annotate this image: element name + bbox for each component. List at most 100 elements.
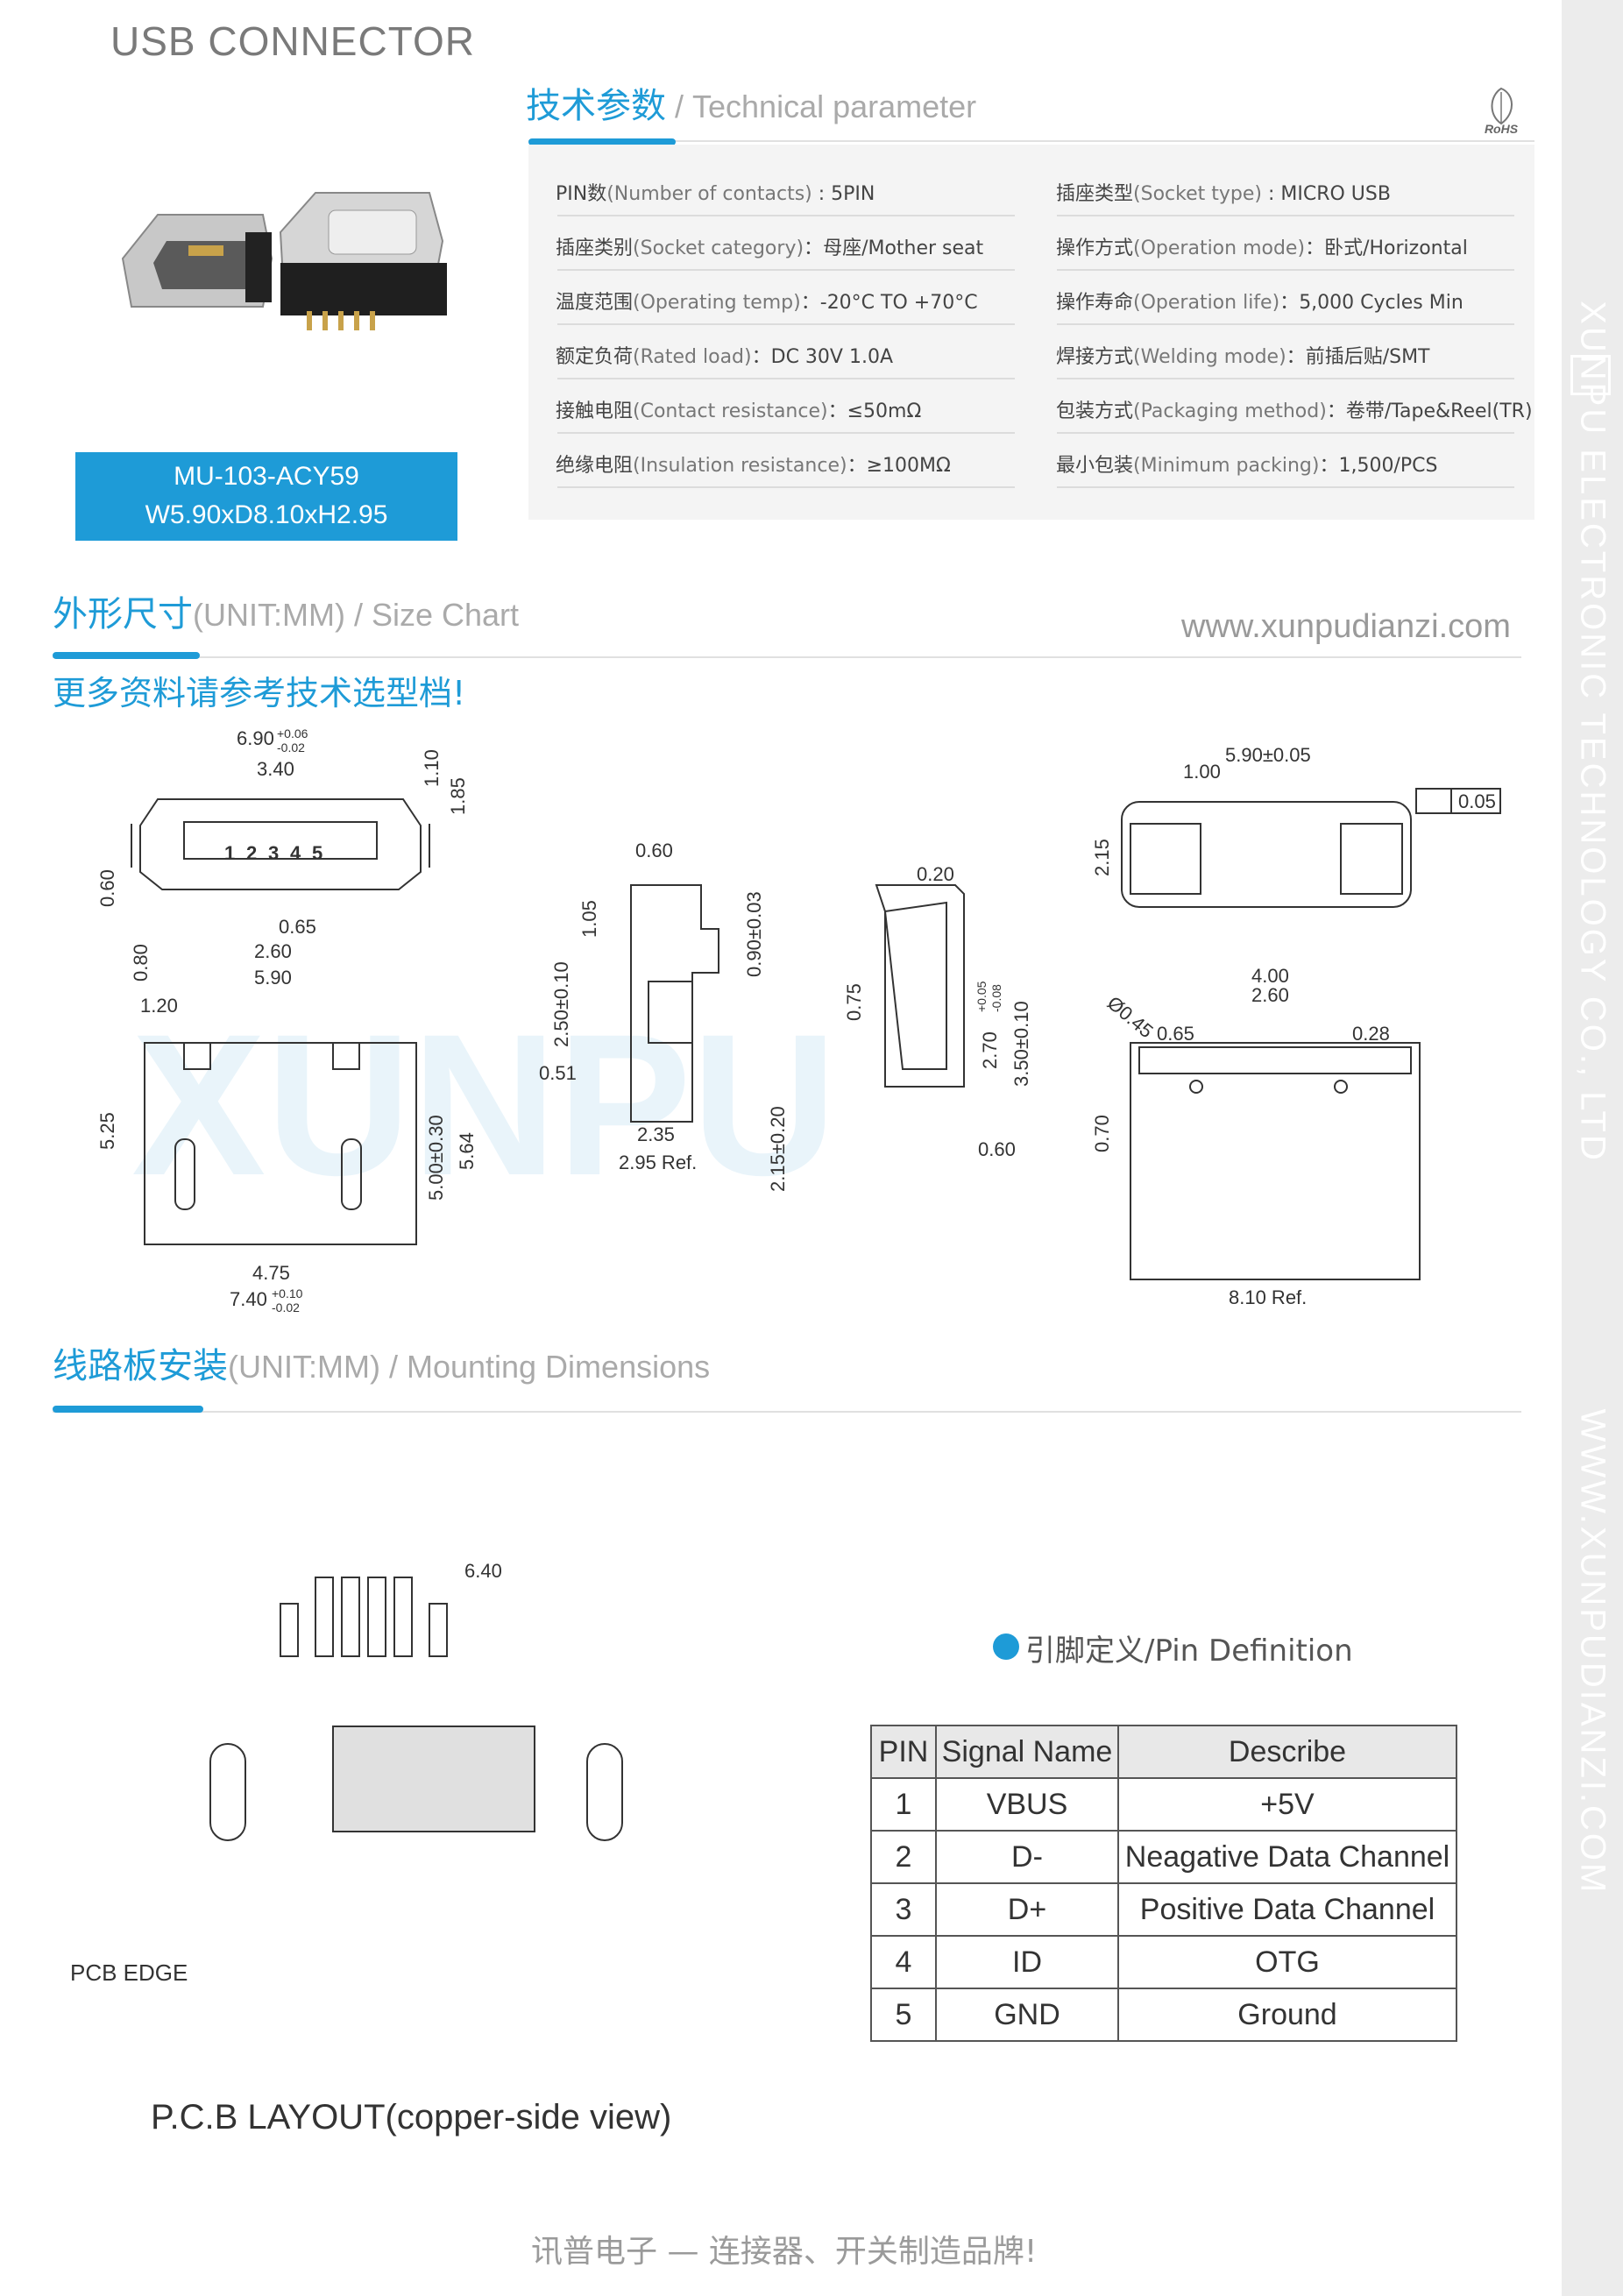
dim-label: 0.65 <box>1157 1023 1194 1045</box>
param-label-cn: 温度范围 <box>556 292 634 314</box>
product-photo <box>121 192 447 330</box>
tech-param-title: 技术参数 / Technical parameter <box>526 77 976 128</box>
cell-describe: Neagative Data Channel <box>1117 1830 1457 1884</box>
param-row: 接触电阻(Contact resistance)：≤50mΩ <box>556 395 921 423</box>
cell-describe: +5V <box>1117 1777 1457 1832</box>
accent-bar <box>53 1406 203 1413</box>
table-header-row: PIN Signal Name Describe <box>870 1725 1457 1779</box>
dim-label: 2.50±0.10 <box>550 961 572 1047</box>
param-row: 插座类型(Socket type) : MICRO USB <box>1056 178 1391 206</box>
param-label-en: (Minimum packing) <box>1133 455 1320 477</box>
watermark-logo: XUNPU <box>131 992 837 1217</box>
pin-number: 2 <box>246 842 257 864</box>
size-chart-title: 外形尺寸(UNIT:MM) / Size Chart <box>53 585 519 636</box>
param-row: 操作寿命(Operation life)：5,000 Cycles Min <box>1056 287 1464 315</box>
param-label-cn: 插座类型 <box>1056 183 1134 205</box>
param-divider <box>557 378 1015 379</box>
param-label-cn: 最小包装 <box>1056 455 1134 477</box>
cell-describe: Positive Data Channel <box>1117 1882 1457 1937</box>
param-separator: ： <box>847 455 867 477</box>
dim-label: 3.50±0.10 <box>1010 1001 1032 1087</box>
dim-label: -0.02 <box>272 1300 300 1315</box>
param-separator: ： <box>1279 292 1300 314</box>
param-value: ≥100MΩ <box>866 455 951 477</box>
pcb-layout-drawing: 6.40 PCB EDGE <box>70 1560 623 1986</box>
mounting-title-cn: 线路板安装 <box>53 1346 228 1386</box>
param-value: 1,500/PCS <box>1338 455 1438 477</box>
param-label-en: (Contact resistance) <box>633 400 828 422</box>
param-row: 包装方式(Packaging method)：卷带/Tape&Reel(TR) <box>1056 395 1533 423</box>
dim-label: 5.25 <box>96 1112 118 1150</box>
dim-label: 1.05 <box>578 900 600 938</box>
tech-param-title-en: / Technical parameter <box>666 89 977 124</box>
footer-slogan: 讯普电子 — 连接器、开关制造品牌! <box>531 2234 1038 2270</box>
cell-describe: OTG <box>1117 1935 1457 1989</box>
doc-title: USB CONNECTOR <box>110 18 475 64</box>
table-row: 5 GND Ground <box>870 1988 1457 2042</box>
dim-label: 0.65 <box>279 916 316 938</box>
param-label-en: (Number of contacts) <box>606 183 812 205</box>
pin-number: 4 <box>290 842 301 864</box>
dim-label: Ø0.45 <box>1103 992 1158 1043</box>
cell-signal: VBUS <box>935 1777 1119 1832</box>
dim-label: 2.15 <box>1091 839 1113 876</box>
param-separator: ： <box>1286 346 1306 368</box>
cell-signal: D+ <box>935 1882 1119 1937</box>
param-row: 温度范围(Operating temp)：-20°C TO +70°C <box>556 287 978 315</box>
table-row: 3 D+ Positive Data Channel <box>870 1882 1457 1937</box>
param-value: 卷带/Tape&Reel(TR) <box>1345 400 1533 422</box>
dim-label: 2.95 Ref. <box>619 1152 697 1173</box>
param-label-cn: PIN数 <box>556 183 607 205</box>
dim-label: 4.00 <box>1251 965 1289 987</box>
dim-label: 6.90 <box>237 727 274 749</box>
divider <box>53 1411 1521 1413</box>
col-header-describe: Describe <box>1117 1725 1457 1779</box>
param-label-cn: 绝缘电阻 <box>556 455 634 477</box>
cell-signal: ID <box>935 1935 1119 1989</box>
param-row: 操作方式(Operation mode)：卧式/Horizontal <box>1056 232 1468 260</box>
param-divider <box>557 486 1015 488</box>
cell-signal: GND <box>935 1988 1119 2042</box>
param-label-en: (Insulation resistance) <box>633 455 847 477</box>
dim-label: 5.00±0.30 <box>425 1115 447 1201</box>
divider <box>528 140 1534 142</box>
param-row: 焊接方式(Welding mode)：前插后贴/SMT <box>1056 341 1430 369</box>
param-label-cn: 接触电阻 <box>556 400 634 422</box>
mounting-title: 线路板安装(UNIT:MM) / Mounting Dimensions <box>53 1337 710 1388</box>
param-divider <box>557 215 1015 216</box>
param-label-en: (Packaging method) <box>1133 400 1327 422</box>
pin-definition-title: 引脚定义/Pin Definition <box>1025 1633 1353 1669</box>
dim-label: 0.05 <box>1458 790 1496 812</box>
pcb-edge-label: PCB EDGE <box>70 1959 188 1986</box>
param-separator: ： <box>1326 400 1346 422</box>
param-divider <box>1057 323 1514 325</box>
param-label-cn: 操作方式 <box>1056 237 1134 259</box>
param-separator: : <box>812 183 832 205</box>
pin-number: 1 <box>224 842 235 864</box>
dim-label: 1.10 <box>421 749 443 787</box>
param-row: 绝缘电阻(Insulation resistance)：≥100MΩ <box>556 450 951 478</box>
dim-label: 8.10 Ref. <box>1229 1286 1307 1308</box>
dim-label: 0.90±0.03 <box>743 891 765 977</box>
dim-label: 0.51 <box>539 1062 577 1084</box>
brand-logo-icon <box>1570 355 1611 395</box>
param-separator: : <box>1261 183 1281 205</box>
param-separator: ： <box>804 237 824 259</box>
bullet-icon <box>993 1633 1019 1660</box>
param-label-en: (Socket type) <box>1133 183 1262 205</box>
param-divider <box>1057 378 1514 379</box>
col-header-signal: Signal Name <box>935 1725 1119 1779</box>
param-value: 母座/Mother seat <box>823 237 984 259</box>
param-label-cn: 额定负荷 <box>556 346 634 368</box>
accent-bar <box>53 652 200 659</box>
model-box: MU-103-ACY59 W5.90xD8.10xH2.95 <box>75 452 457 541</box>
dim-label: 0.20 <box>917 863 954 885</box>
param-label-cn: 包装方式 <box>1056 400 1134 422</box>
param-label-cn: 焊接方式 <box>1056 346 1134 368</box>
dim-label: 7.40 <box>230 1288 267 1310</box>
divider <box>53 656 1521 658</box>
param-label-en: (Rated load) <box>633 346 752 368</box>
dim-label: +0.10 <box>272 1286 303 1300</box>
dim-label: 2.60 <box>254 940 292 962</box>
dim-label: 5.90 <box>254 967 292 989</box>
